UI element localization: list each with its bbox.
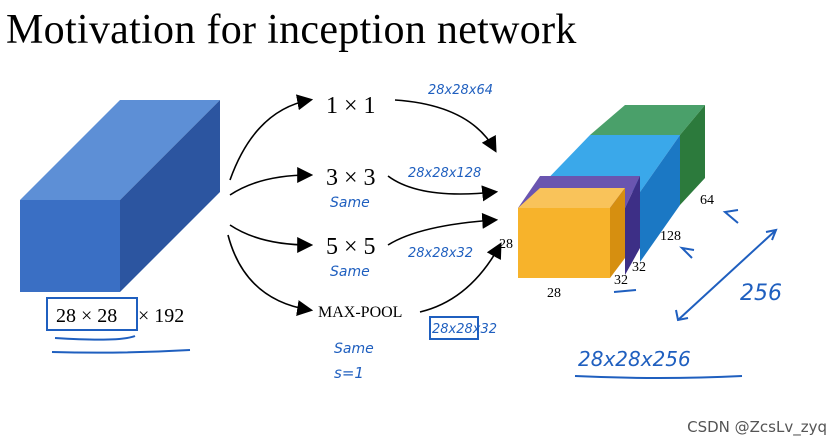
input-spatial-highlight bbox=[46, 297, 138, 331]
arrow-to-3x3 bbox=[229, 167, 314, 196]
arrow-to-maxpool bbox=[227, 234, 314, 316]
total-output-underline bbox=[574, 375, 743, 379]
arrow-3x3-to-output bbox=[387, 175, 499, 202]
branch-1x1-label: 1 × 1 bbox=[326, 93, 376, 119]
arrow-to-5x5 bbox=[229, 224, 314, 253]
input-volume bbox=[20, 100, 220, 292]
input-spatial-label: 28 × 28 bbox=[56, 305, 117, 327]
arrow-5x5-to-output bbox=[387, 212, 499, 246]
branch-3x3-label: 3 × 3 bbox=[326, 165, 376, 191]
branch-maxpool-padding-note: Same bbox=[334, 341, 374, 357]
output-depth-label-32a: 32 bbox=[614, 273, 628, 288]
input-volume-side bbox=[120, 100, 220, 292]
input-depth-label: × 192 bbox=[138, 305, 184, 327]
total-output-note: 28x28x256 bbox=[578, 347, 691, 371]
output-block-64-top bbox=[590, 105, 705, 135]
branch-5x5-output-note: 28x28x32 bbox=[408, 246, 473, 261]
output-block-32-side bbox=[625, 176, 640, 275]
branch-maxpool-stride-note: s=1 bbox=[334, 364, 364, 382]
branch-3x3-output-note: 28x28x128 bbox=[408, 166, 481, 181]
branch-maxpool-label: MAX-POOL bbox=[318, 304, 402, 321]
branch-1x1-output-note: 28x28x64 bbox=[428, 83, 493, 98]
branch-5x5-label: 5 × 5 bbox=[326, 234, 376, 260]
depth-128-pointer bbox=[679, 246, 695, 259]
maxpool-output-highlight bbox=[429, 316, 479, 340]
output-block-orange-front bbox=[518, 208, 610, 278]
output-block-128-side bbox=[640, 135, 680, 262]
arrow-maxpool-to-output bbox=[419, 242, 502, 313]
watermark: CSDN @ZcsLv_zyq bbox=[687, 418, 827, 436]
total-depth-line bbox=[677, 229, 777, 321]
output-depth-label-64: 64 bbox=[700, 193, 714, 208]
output-depth-label-128: 128 bbox=[660, 229, 681, 244]
output-width-label: 28 bbox=[547, 286, 561, 301]
output-block-orange-top bbox=[518, 188, 625, 208]
total-depth-arrow-top bbox=[765, 228, 778, 241]
branch-maxpool-output-note: 28x28x32 bbox=[432, 322, 497, 337]
input-underline-1 bbox=[54, 335, 136, 341]
output-block-64-side bbox=[680, 105, 705, 205]
output-block-orange-side bbox=[610, 188, 625, 278]
input-volume-front bbox=[20, 200, 120, 292]
output-depth-label-32b: 32 bbox=[632, 260, 646, 275]
total-depth-arrow-bottom bbox=[675, 309, 689, 322]
branch-5x5-padding-note: Same bbox=[330, 264, 370, 280]
input-volume-top bbox=[20, 100, 220, 200]
page-title: Motivation for inception network bbox=[6, 7, 577, 53]
output-volume bbox=[518, 105, 705, 278]
arrow-to-1x1 bbox=[229, 94, 314, 181]
arrow-1x1-to-output bbox=[394, 99, 497, 153]
depth-32-underline bbox=[613, 289, 637, 293]
input-underline-2 bbox=[51, 349, 191, 354]
depth-64-pointer bbox=[722, 209, 739, 224]
branch-3x3-padding-note: Same bbox=[330, 195, 370, 211]
total-depth-note: 256 bbox=[740, 281, 782, 306]
output-height-label: 28 bbox=[499, 237, 513, 252]
